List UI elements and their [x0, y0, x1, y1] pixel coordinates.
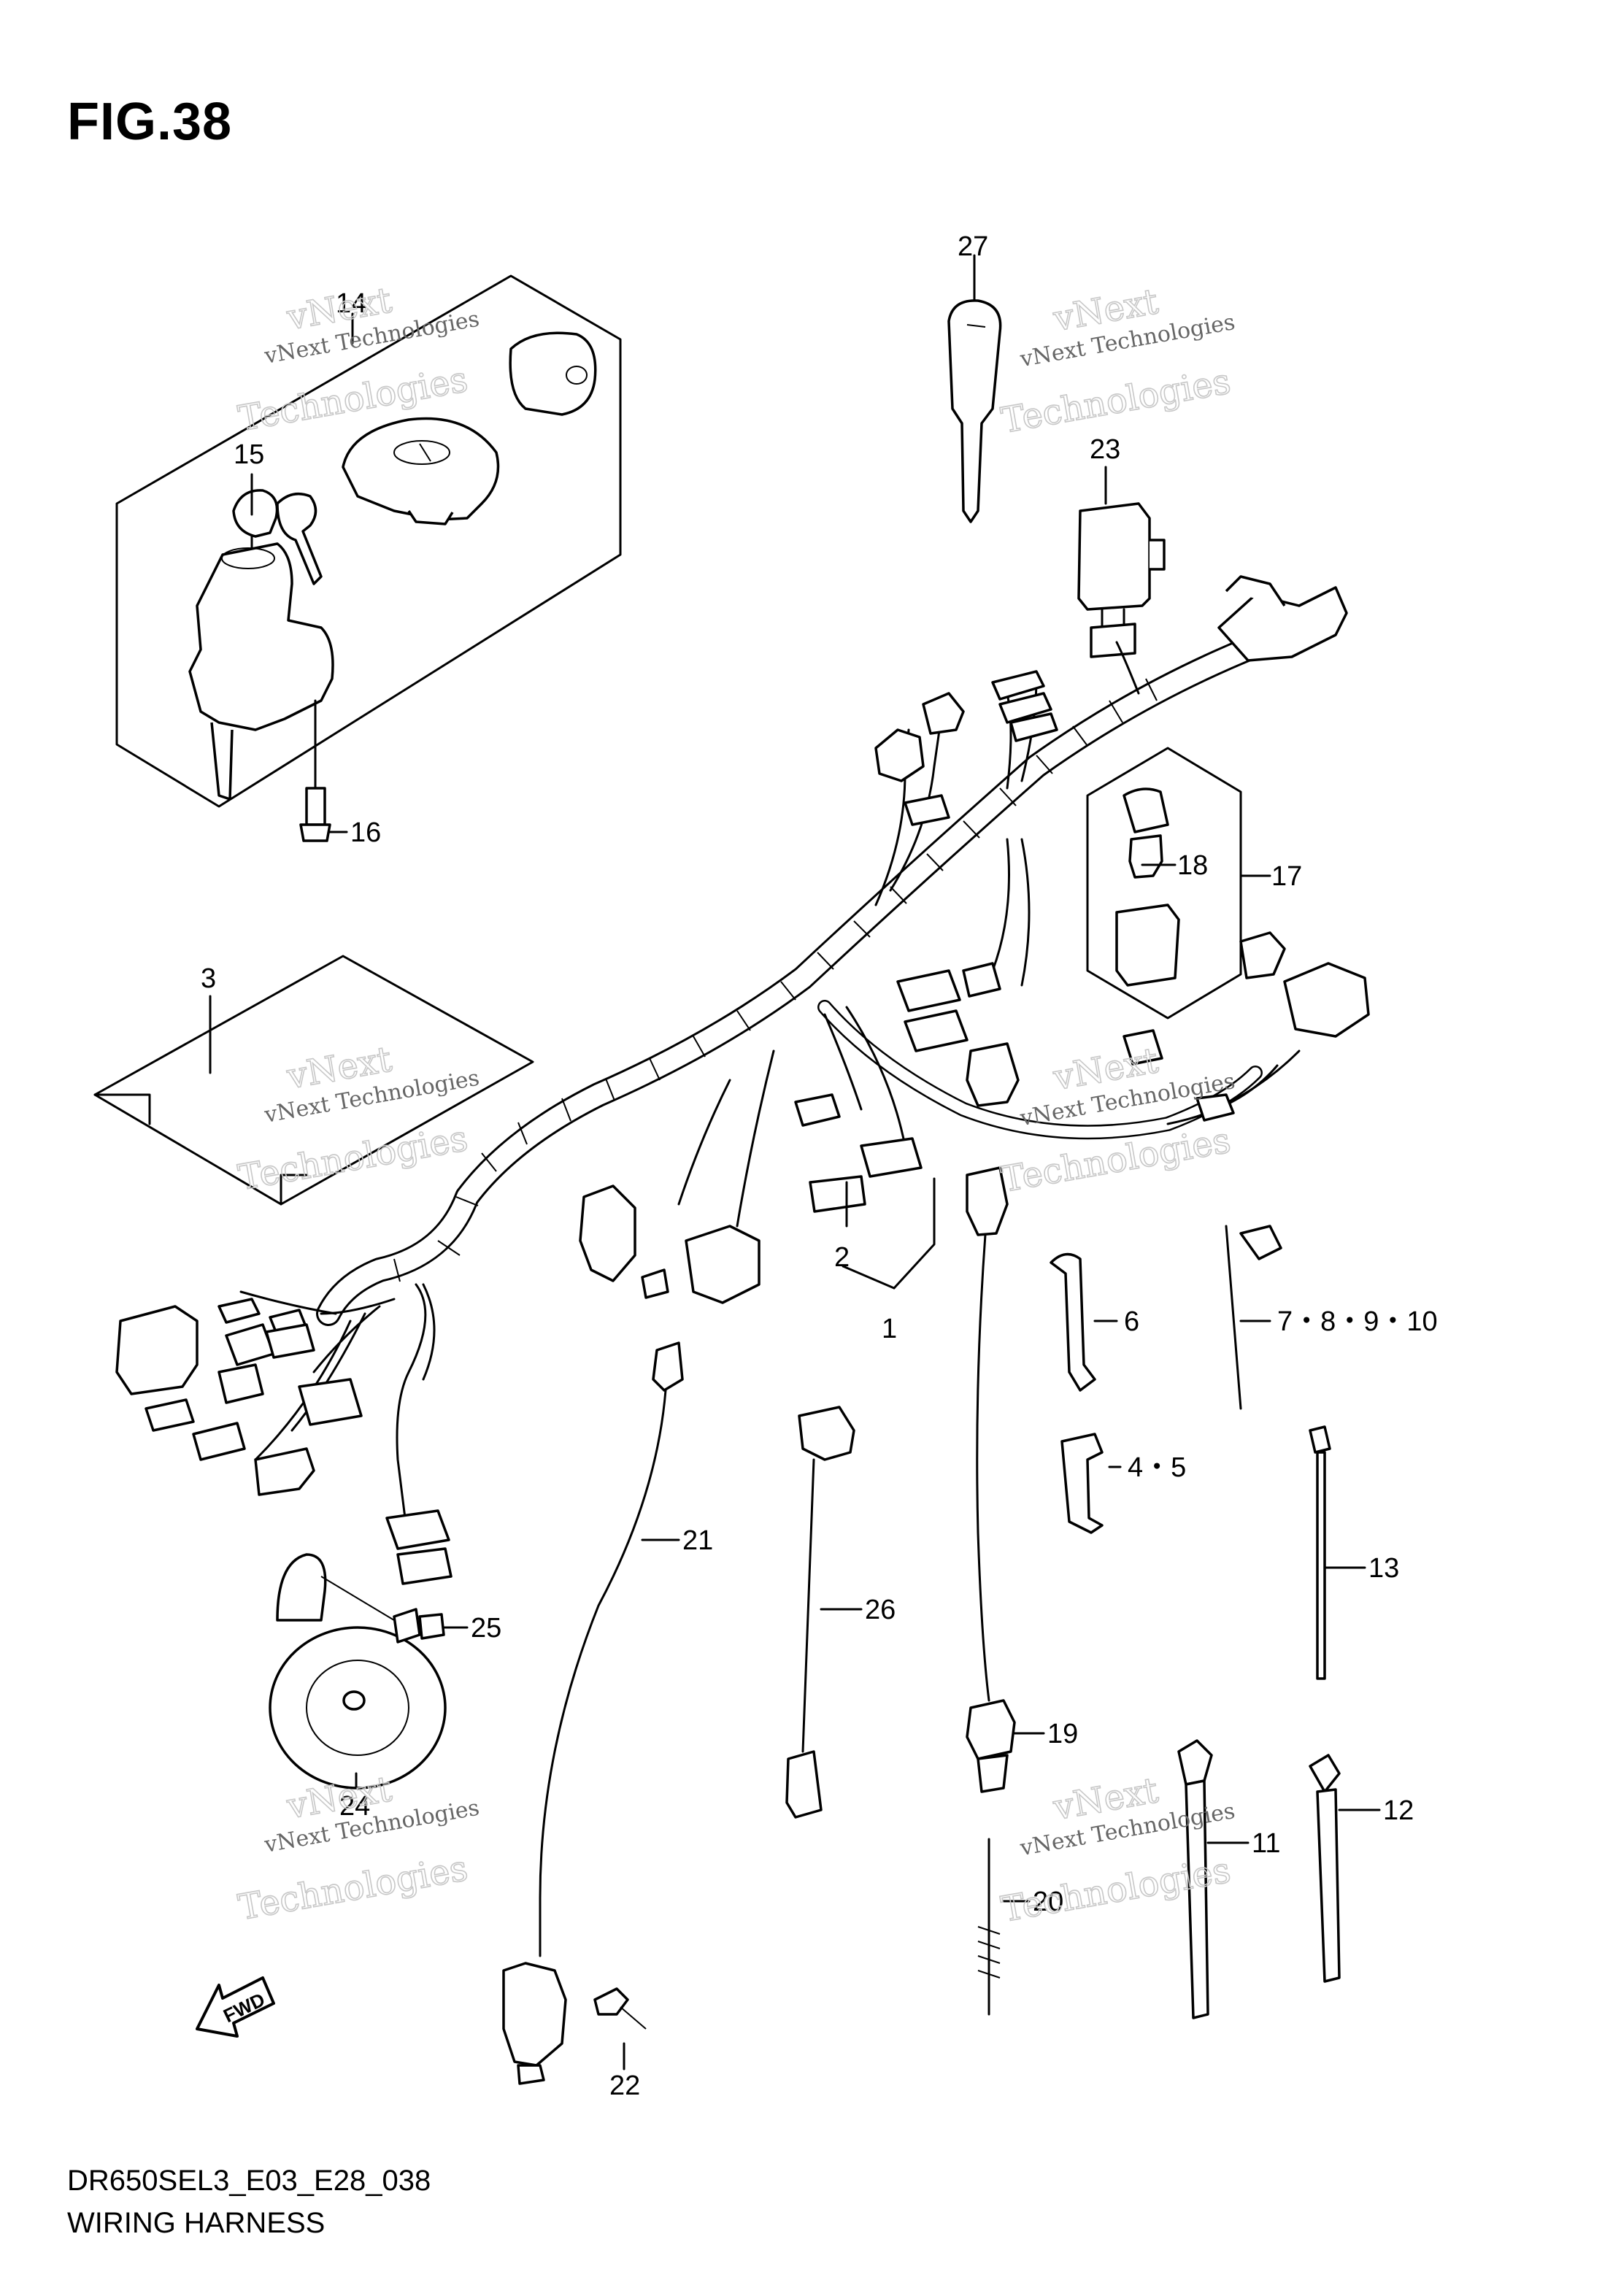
part-26-part	[785, 1406, 855, 1819]
watermark-top-left: vNext vNext Technologies Technologies	[235, 280, 482, 440]
callout-4-5: 4・5	[1128, 1452, 1186, 1483]
watermark-top-right: vNext vNext Technologies Technologies	[998, 280, 1237, 442]
cable-tie-11-part	[1177, 1739, 1213, 2019]
rod-20-part	[977, 1838, 1001, 2016]
callout-7-10: 7・8・9・10	[1277, 1306, 1438, 1337]
callout-1: 1	[882, 1314, 897, 1344]
fuse-box-17-part	[1115, 787, 1180, 987]
callout-numbers: 1 2 3 4・5 6 7・8・9・10 11 12 13 14 15 16 1…	[201, 231, 1438, 2101]
figure-name: WIRING HARNESS	[67, 2207, 326, 2239]
callout-14: 14	[336, 288, 366, 319]
cable-tie-12-part	[1309, 1754, 1341, 1983]
relay-23-part	[1077, 502, 1166, 658]
ignition-kit-box	[115, 274, 622, 808]
sensor-21-part	[502, 1341, 684, 2085]
clamp-4-5-part	[1060, 1433, 1104, 1534]
harness-connectors	[115, 575, 1370, 1585]
callout-23: 23	[1090, 434, 1120, 465]
callout-leaders	[209, 254, 1381, 2070]
svg-text:Technologies: Technologies	[235, 1848, 471, 1928]
callout-6: 6	[1124, 1306, 1139, 1337]
callout-27: 27	[958, 231, 988, 262]
switch-19-part	[966, 1166, 1016, 1793]
key-27-part	[947, 299, 1002, 523]
callout-26: 26	[865, 1595, 896, 1625]
callout-2: 2	[834, 1242, 850, 1273]
screw-16-part	[299, 699, 331, 842]
cable-tie-7-10-part	[1225, 1225, 1282, 1410]
ignition-switch-part	[188, 542, 334, 801]
callout-11: 11	[1252, 1828, 1280, 1859]
callout-15: 15	[234, 439, 264, 470]
callout-3: 3	[201, 963, 216, 994]
service-manual-3-part	[93, 955, 534, 1206]
main-harness-bundle	[239, 604, 1337, 1519]
callout-13: 13	[1368, 1553, 1399, 1584]
horn-24-part	[269, 1553, 447, 1790]
callout-12: 12	[1383, 1795, 1414, 1826]
callout-19: 19	[1047, 1719, 1078, 1749]
callout-16: 16	[350, 817, 381, 848]
callout-22: 22	[609, 2070, 640, 2101]
callout-21: 21	[682, 1525, 713, 1556]
fuel-cap-lock-part	[342, 417, 500, 525]
callout-17: 17	[1271, 861, 1302, 892]
bolt-25-part	[320, 1576, 445, 1644]
figure-label: FIG.38	[67, 93, 233, 151]
cable-tie-13-part	[1309, 1425, 1331, 1680]
screw-22-part	[593, 1987, 647, 2030]
svg-text:Technologies: Technologies	[998, 361, 1234, 441]
watermark-bottom-left: vNext vNext Technologies Technologies	[235, 1768, 482, 1929]
svg-text:Technologies: Technologies	[235, 1118, 471, 1198]
fwd-arrow-icon: FWD	[196, 1976, 275, 2038]
callout-18: 18	[1177, 850, 1208, 881]
figure-code: DR650SEL3_E03_E28_038	[67, 2165, 431, 2197]
fuse-box-kit-outline	[1086, 747, 1242, 1020]
callout-24: 24	[339, 1791, 370, 1822]
clamp-6-part	[1050, 1252, 1096, 1392]
watermark-mid-left: vNext vNext Technologies Technologies	[235, 1039, 482, 1199]
lock-cylinder-part	[509, 331, 597, 416]
callout-25: 25	[471, 1613, 501, 1644]
callout-20: 20	[1033, 1887, 1063, 1917]
